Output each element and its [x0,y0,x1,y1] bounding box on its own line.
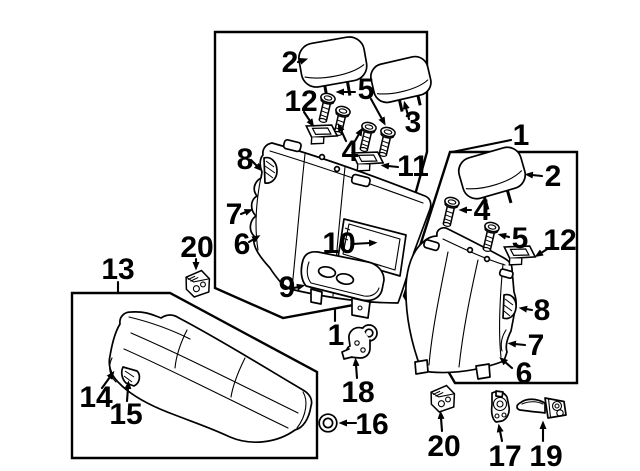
leader-1-right [450,138,513,154]
callout-15: 15 [109,398,142,431]
leader-12-right [534,246,551,257]
leader-12-center [302,110,315,128]
callout-8-center: 8 [237,143,254,176]
callout-3-center: 3 [405,106,422,139]
callout-12-right: 12 [543,224,576,257]
center-headrest-right-illustration [369,55,432,112]
leader-11-center [380,162,400,170]
callout-2-right: 2 [545,160,562,193]
leader-lines [100,57,551,443]
callout-19: 19 [529,440,562,471]
guide-pin-c [355,120,378,154]
callout-5-center: 5 [358,73,375,106]
callout-16: 16 [355,408,388,441]
guide-pin-right-4 [438,195,461,229]
callout-17: 17 [488,440,521,471]
leader-6-right [499,357,514,370]
callout-7-right: 7 [528,329,545,362]
leader-6-center [247,235,261,244]
leader-5-right [497,232,511,240]
callout-labels: 2 5 12 4 3 11 8 7 6 10 9 1 20 13 14 15 1… [79,46,576,471]
grommet-16-illustration [318,413,338,433]
callout-7-center: 7 [226,198,243,231]
right-headrest-illustration [457,146,527,210]
bracket-20-upper [183,269,212,299]
leader-3-center [402,100,411,121]
left-group-box [70,291,319,460]
leader-18 [352,357,360,380]
leader-20-lower [437,410,445,433]
guide-pin-a [314,91,337,125]
center-seat-back-illustration [249,138,432,319]
leader-8-center [249,158,263,172]
leader-14 [100,370,115,390]
leader-4b-center [353,127,363,143]
hinge-bracket-17-illustration [490,390,511,423]
callout-1-center: 1 [328,319,345,352]
leader-5b-center [369,97,386,126]
callout-14: 14 [79,381,113,414]
leader-8-right [518,305,534,313]
leader-9-center [292,283,306,291]
callout-5-right: 5 [512,222,529,255]
leader-2-right [524,171,544,179]
callout-11-center: 11 [397,150,429,183]
callout-6-right: 6 [516,357,533,390]
callout-20-lower: 20 [427,430,460,463]
callout-4-right: 4 [474,194,491,227]
callout-20-upper: 20 [180,231,213,264]
callout-2-center: 2 [282,46,299,79]
callout-18: 18 [341,376,374,409]
leader-10-center [350,239,378,247]
callout-1-right: 1 [513,119,530,152]
callout-8-right: 8 [534,294,551,327]
callout-4-center: 4 [342,135,359,168]
callout-10-center: 10 [322,227,355,260]
hinge-bracket-19-illustration [516,397,567,419]
leader-2-center [296,57,309,65]
bracket-20-lower [428,384,457,414]
callout-9-center: 9 [279,271,296,304]
leader-7-right [507,340,527,348]
callout-13: 13 [101,253,134,286]
hinge-bracket-18-illustration [341,324,378,360]
leader-15 [124,380,132,403]
callout-12-center: 12 [284,85,317,118]
leader-4a-center [337,123,348,143]
right-seat-back-illustration [405,227,517,380]
callout-6-center: 6 [234,228,251,261]
leader-17 [496,423,504,443]
seat-cushion-illustration [108,310,313,443]
leader-7-center [239,209,253,216]
headrest-guide-12-center [303,120,340,149]
